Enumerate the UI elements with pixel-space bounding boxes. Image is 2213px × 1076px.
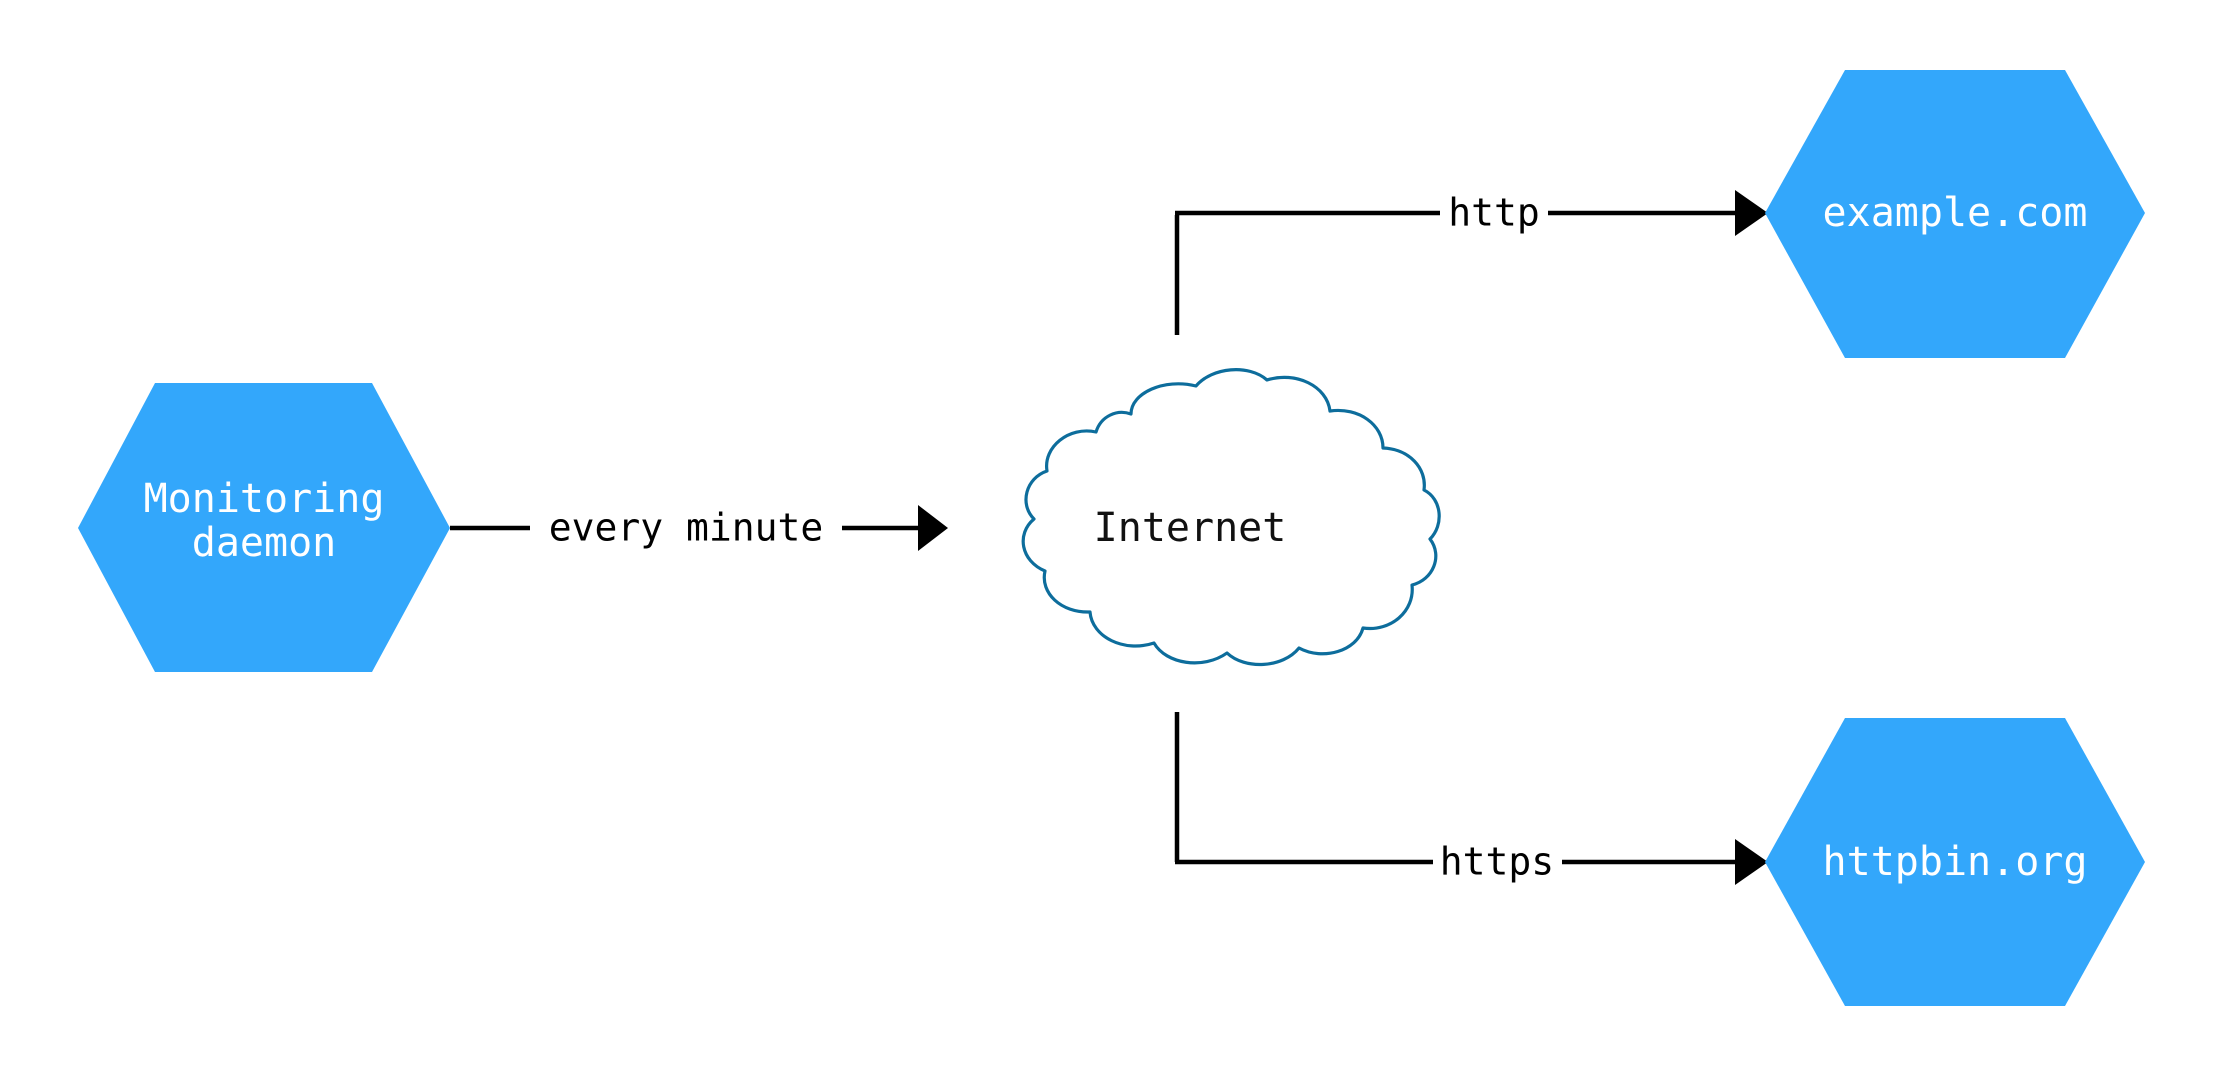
edge-internet-to-httpbin[interactable]: https (1174, 712, 1768, 885)
edge-label-http: http (1448, 191, 1540, 235)
edge-internet-to-example[interactable]: http (1174, 190, 1768, 335)
node-label-line1: Monitoring (144, 476, 385, 522)
node-label-example-com: example.com (1823, 190, 2088, 236)
arrow-head-icon (918, 505, 948, 551)
node-example-com[interactable]: example.com (1765, 70, 2145, 358)
hexagon-shape (78, 383, 450, 672)
node-monitoring-daemon[interactable]: Monitoring daemon (78, 383, 450, 672)
arrow-head-icon (1735, 190, 1768, 236)
node-label-line2: daemon (192, 520, 337, 566)
node-label-httpbin-org: httpbin.org (1823, 839, 2088, 885)
node-internet[interactable]: Internet (1021, 368, 1441, 666)
arrow-head-icon (1735, 839, 1768, 885)
hexagon-shape (1765, 718, 2145, 1006)
hexagon-shape (1765, 70, 2145, 358)
edge-daemon-to-internet[interactable]: every minute (450, 505, 948, 551)
node-httpbin-org[interactable]: httpbin.org (1765, 718, 2145, 1006)
edge-label-every-minute: every minute (549, 506, 824, 550)
cloud-shape-icon (1021, 368, 1441, 666)
node-label-internet: Internet (1094, 505, 1287, 551)
edge-label-https: https (1440, 840, 1554, 884)
